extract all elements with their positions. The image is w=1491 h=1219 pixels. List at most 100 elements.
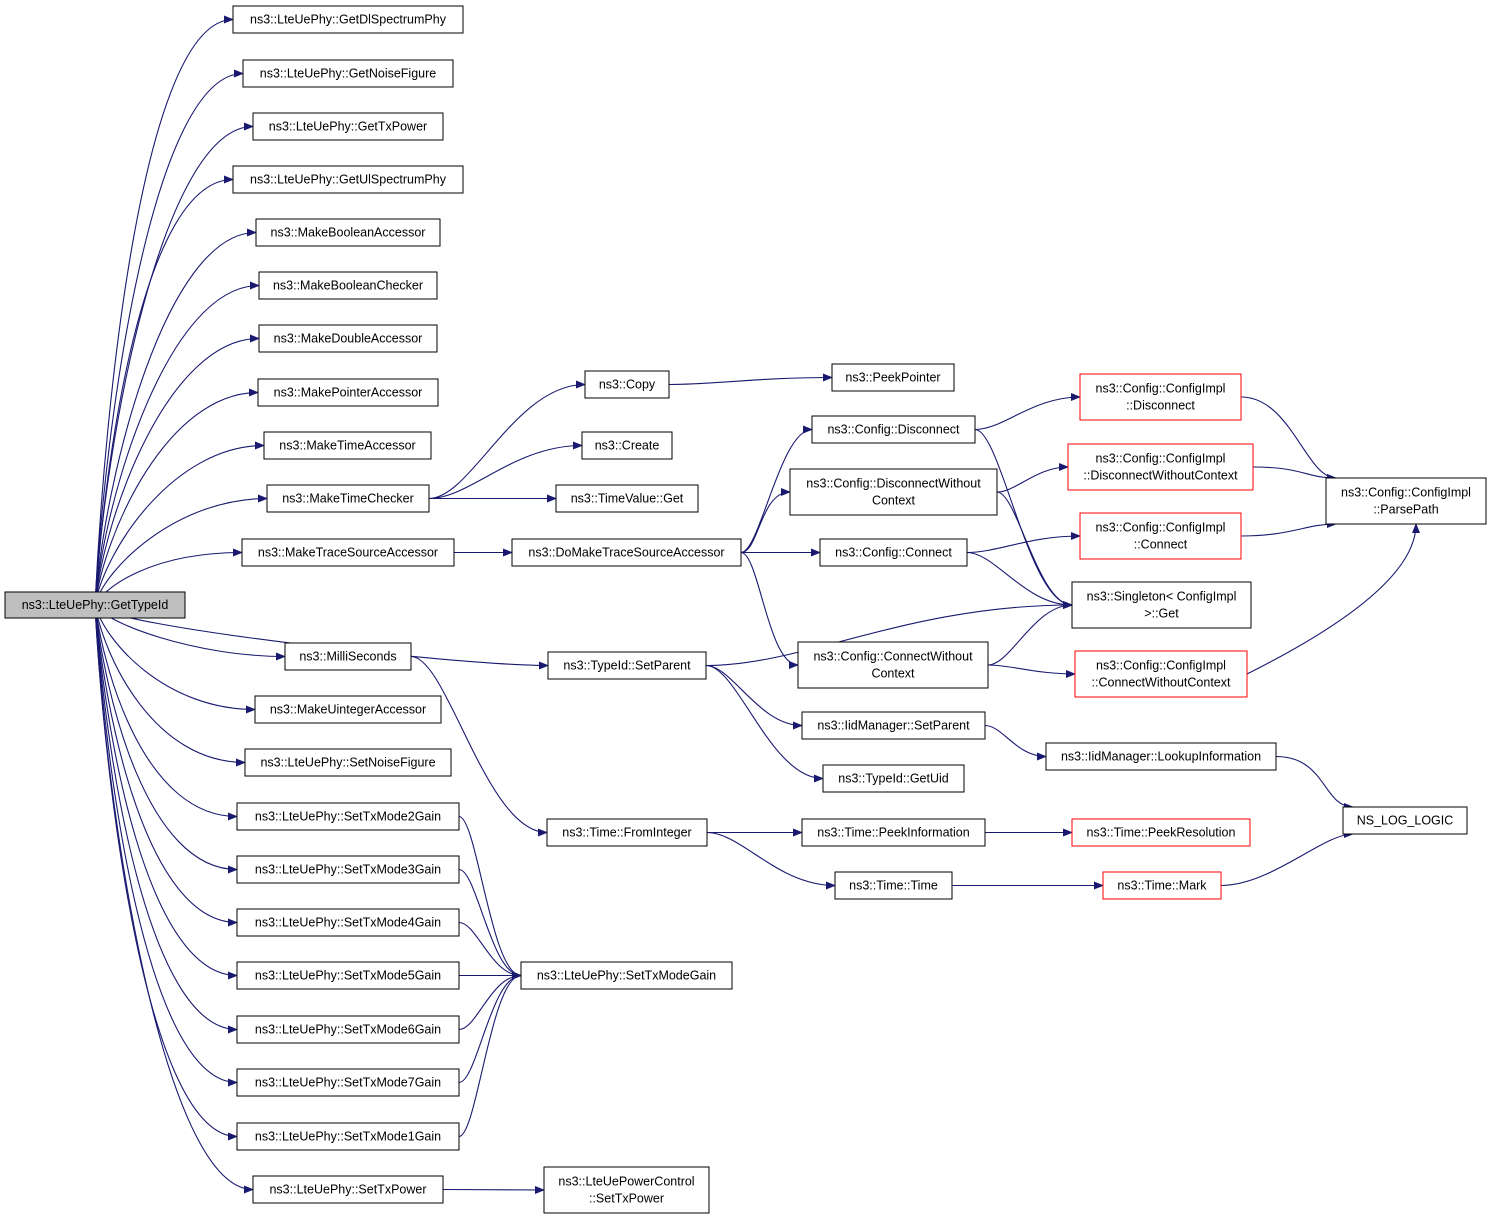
node-box [1071,818,1251,847]
node-label: ns3::Config::DisconnectWithout [806,477,981,491]
node-setTxMode5Gain[interactable]: ns3::LteUePhy::SetTxMode5Gain [236,961,460,990]
node-label: ns3::Config::ConfigImpl [1096,382,1226,396]
node-makeUintegerAccessor[interactable]: ns3::MakeUintegerAccessor [254,695,442,724]
node-label: ns3::Singleton< ConfigImpl [1087,590,1237,604]
node-setTxMode2Gain[interactable]: ns3::LteUePhy::SetTxMode2Gain [236,802,460,831]
node-makeBooleanChecker[interactable]: ns3::MakeBooleanChecker [258,271,438,300]
node-implDisconnect[interactable]: ns3::Config::ConfigImpl::Disconnect [1079,373,1242,421]
node-timePeekInformation[interactable]: ns3::Time::PeekInformation [801,818,986,847]
node-label: ns3::Copy [599,378,656,392]
node-timeMark[interactable]: ns3::Time::Mark [1102,871,1222,900]
edge-root-to-getTxPower [94,122,254,606]
edge-implDisconnectWithoutContext-to-implParsePath [1252,466,1337,482]
node-label: ns3::Config::ConfigImpl [1341,486,1471,500]
node-configConnectWithoutContext[interactable]: ns3::Config::ConnectWithoutContext [797,641,989,689]
node-label: ns3::MakePointerAccessor [274,386,423,400]
node-typeIdSetParent[interactable]: ns3::TypeId::SetParent [547,651,707,680]
node-setTxMode4Gain[interactable]: ns3::LteUePhy::SetTxMode4Gain [236,908,460,937]
node-makeBooleanAccessor[interactable]: ns3::MakeBooleanAccessor [255,218,441,247]
node-label: ns3::MilliSeconds [299,650,396,664]
node-makeTimeAccessor[interactable]: ns3::MakeTimeAccessor [263,431,432,460]
node-box [555,484,699,513]
node-makeDoubleAccessor[interactable]: ns3::MakeDoubleAccessor [258,324,438,353]
edge-iidManagerSetParent-to-iidManagerLookupInformation [984,724,1047,761]
node-box [252,1175,444,1204]
node-implDisconnectWithoutContext[interactable]: ns3::Config::ConfigImpl::DisconnectWitho… [1067,443,1254,491]
node-root[interactable]: ns3::LteUePhy::GetTypeId [4,591,186,619]
node-box [1067,443,1254,491]
node-setTxMode7Gain[interactable]: ns3::LteUePhy::SetTxMode7Gain [236,1068,460,1097]
node-powerControlSetTxPower[interactable]: ns3::LteUePowerControl::SetTxPower [543,1166,710,1214]
edge-root-to-setTxMode4Gain [94,604,238,927]
node-label: ns3::Time::Time [849,879,938,893]
node-timeFromInteger[interactable]: ns3::Time::FromInteger [546,818,708,847]
node-makeTimeChecker[interactable]: ns3::MakeTimeChecker [266,484,430,513]
node-makePointerAccessor[interactable]: ns3::MakePointerAccessor [257,378,439,407]
edge-root-to-setNoiseFigure [94,604,246,767]
node-box [543,1166,710,1214]
node-box [520,961,733,990]
node-configConnect[interactable]: ns3::Config::Connect [819,538,968,567]
node-label: ns3::DoMakeTraceSourceAccessor [528,546,724,560]
node-label: ns3::Config::Disconnect [827,423,960,437]
node-box [252,112,444,141]
node-label: Context [871,667,915,681]
edge-root-to-getUlSpectrumPhy [94,175,234,606]
node-singletonGet[interactable]: ns3::Singleton< ConfigImpl >::Get [1071,581,1252,629]
node-getTxPower[interactable]: ns3::LteUePhy::GetTxPower [252,112,444,141]
node-setNoiseFigure[interactable]: ns3::LteUePhy::SetNoiseFigure [244,748,452,777]
node-implConnectWithoutContext[interactable]: ns3::Config::ConfigImpl::ConnectWithoutC… [1074,650,1248,698]
node-peekPointer[interactable]: ns3::PeekPointer [831,363,955,392]
node-setTxMode1Gain[interactable]: ns3::LteUePhy::SetTxMode1Gain [236,1122,460,1151]
edge-configConnect-to-singletonGet [966,551,1073,609]
edge-doMakeTraceSourceAccessor-to-configConnectWithoutContext [740,551,799,669]
node-label: ns3::Time::FromInteger [562,826,691,840]
edge-makeTimeChecker-to-copy [428,380,586,500]
node-timeTime[interactable]: ns3::Time::Time [834,871,953,900]
edge-root-to-getNoiseFigure [94,69,244,606]
node-implParsePath[interactable]: ns3::Config::ConfigImpl::ParsePath [1325,477,1487,525]
node-doMakeTraceSourceAccessor[interactable]: ns3::DoMakeTraceSourceAccessor [511,538,742,567]
node-box [789,468,998,516]
node-getNoiseFigure[interactable]: ns3::LteUePhy::GetNoiseFigure [242,59,454,88]
node-box [241,538,455,567]
node-setTxMode6Gain[interactable]: ns3::LteUePhy::SetTxMode6Gain [236,1015,460,1044]
node-label: ns3::MakeBooleanChecker [273,279,423,293]
node-configDisconnectWithoutContext[interactable]: ns3::Config::DisconnectWithoutContext [789,468,998,516]
node-create[interactable]: ns3::Create [581,431,673,460]
node-box [801,818,986,847]
node-getUlSpectrumPhy[interactable]: ns3::LteUePhy::GetUlSpectrumPhy [232,165,464,194]
node-label: ns3::Config::ConnectWithout [813,650,973,664]
node-label: ns3::MakeBooleanAccessor [271,226,426,240]
node-setTxModeGain[interactable]: ns3::LteUePhy::SetTxModeGain [520,961,733,990]
node-typeIdGetUid[interactable]: ns3::TypeId::GetUid [822,764,965,793]
node-box [831,363,955,392]
node-box [236,961,460,990]
node-implConnect[interactable]: ns3::Config::ConfigImpl::Connect [1079,512,1242,560]
node-iidManagerLookupInformation[interactable]: ns3::IidManager::LookupInformation [1045,742,1277,771]
node-setTxPower[interactable]: ns3::LteUePhy::SetTxPower [252,1175,444,1204]
node-configDisconnect[interactable]: ns3::Config::Disconnect [811,415,976,444]
node-label: ns3::PeekPointer [845,371,940,385]
node-label: ns3::MakeUintegerAccessor [270,703,426,717]
node-makeTraceSourceAccessor[interactable]: ns3::MakeTraceSourceAccessor [241,538,455,567]
node-box [4,591,186,619]
node-getDlSpectrumPhy[interactable]: ns3::LteUePhy::GetDlSpectrumPhy [232,5,464,34]
node-label: ns3::Create [595,439,660,453]
node-nsLogLogic[interactable]: NS_LOG_LOGIC [1342,806,1468,835]
node-label: ns3::LteUePhy::GetTypeId [22,598,169,612]
node-box [546,818,708,847]
node-setTxMode3Gain[interactable]: ns3::LteUePhy::SetTxMode3Gain [236,855,460,884]
edge-makeTimeChecker-to-create [428,441,583,500]
node-timeValueGet[interactable]: ns3::TimeValue::Get [555,484,699,513]
node-label: ns3::Config::ConfigImpl [1096,659,1226,673]
edge-typeIdSetParent-to-typeIdGetUid [705,664,824,783]
edge-configDisconnectWithoutContext-to-implDisconnectWithoutContext [996,463,1069,493]
node-milliSeconds[interactable]: ns3::MilliSeconds [284,642,412,671]
node-timePeekResolution[interactable]: ns3::Time::PeekResolution [1071,818,1251,847]
node-iidManagerSetParent[interactable]: ns3::IidManager::SetParent [801,711,986,740]
edge-root-to-makeDoubleAccessor [94,334,260,606]
node-box [819,538,968,567]
node-copy[interactable]: ns3::Copy [584,370,670,399]
edge-copy-to-peekPointer [668,373,833,386]
